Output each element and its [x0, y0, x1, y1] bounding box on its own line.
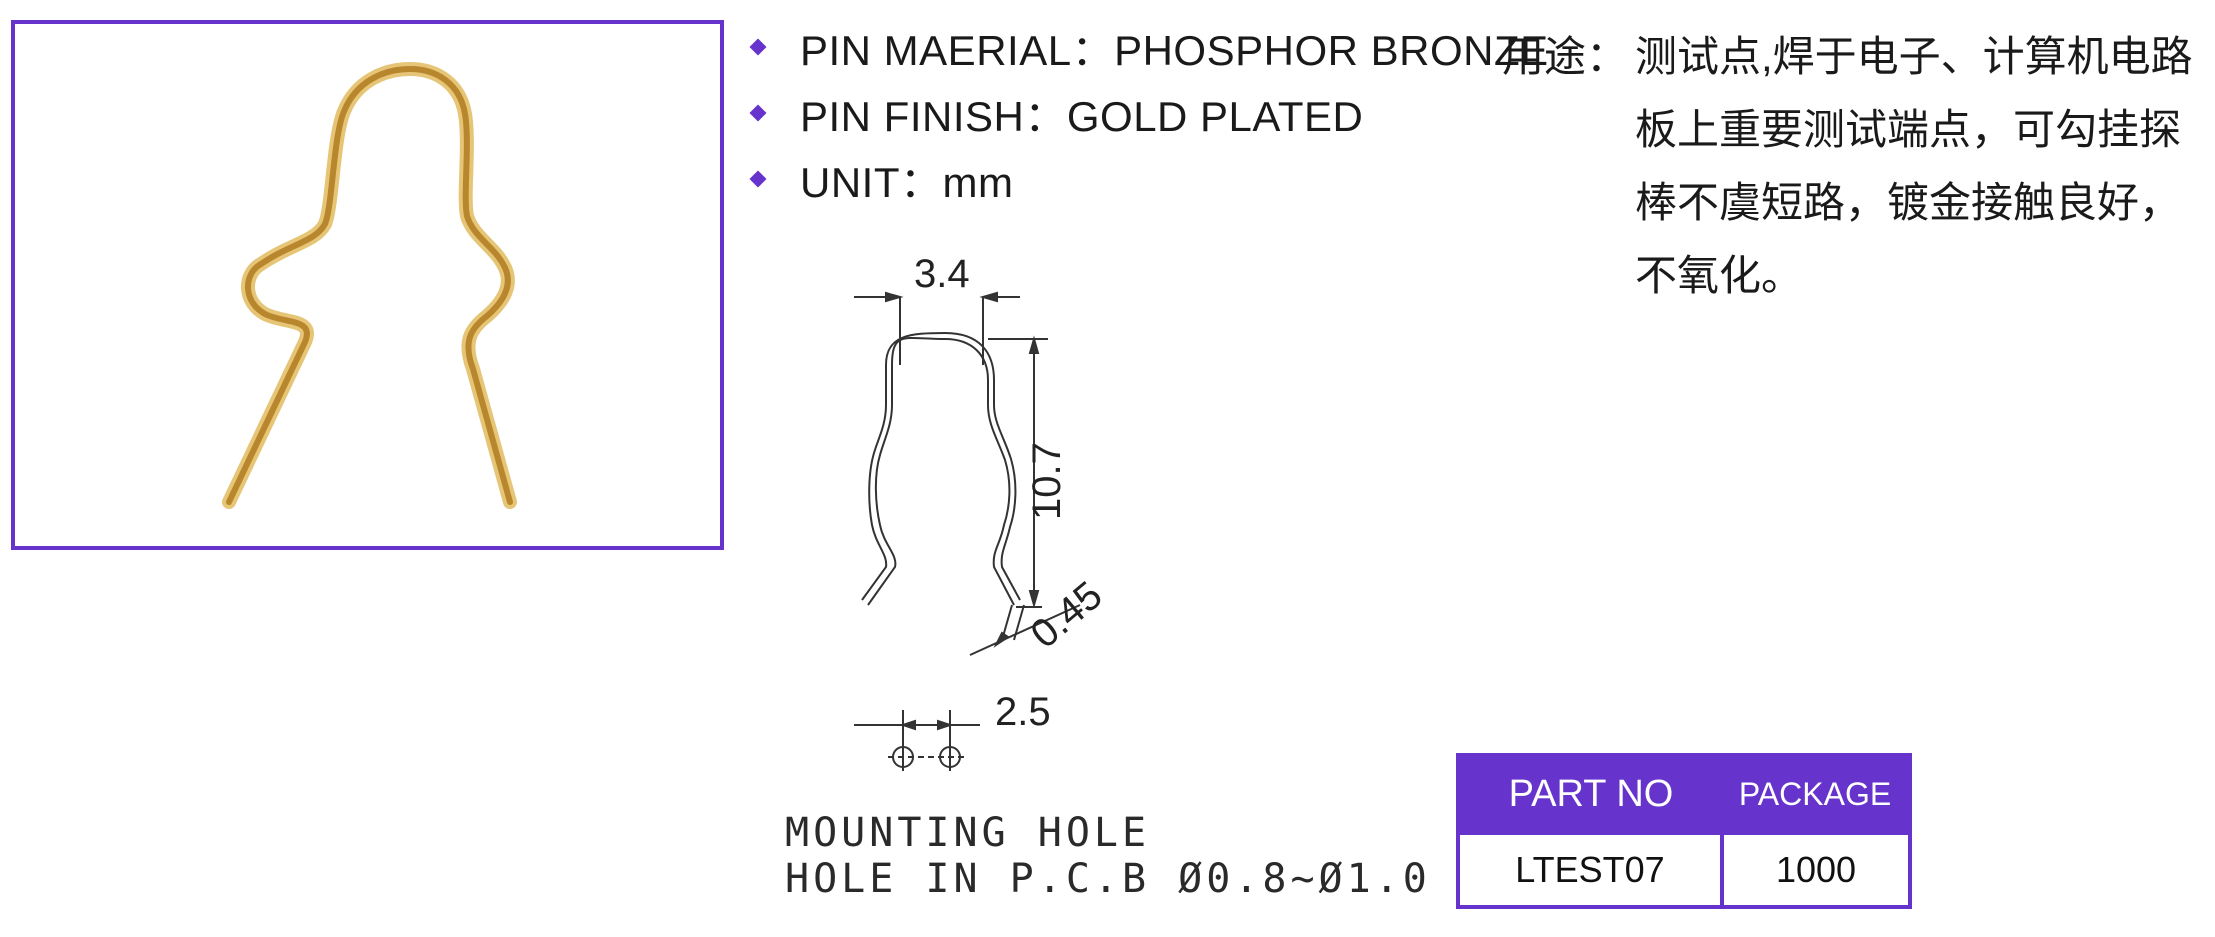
dim-pitch-label: 2.5: [995, 690, 1051, 734]
cell-part-no: LTEST07: [1456, 831, 1724, 909]
table-row: LTEST07 1000: [1456, 831, 1912, 909]
mounting-line-1: MOUNTING HOLE: [785, 810, 1151, 856]
hook-outline: [867, 337, 1015, 606]
product-photo-frame: [11, 20, 724, 550]
spec-unit-text: UNIT：mm: [800, 158, 1014, 206]
cell-package: 1000: [1720, 831, 1912, 909]
spec-item-material: PIN MAERIAL：PHOSPHOR BRONZE: [749, 14, 1549, 80]
diamond-bullet-icon: [749, 104, 767, 122]
spec-finish-text: PIN FINISH：GOLD PLATED: [800, 92, 1364, 140]
diamond-bullet-icon: [749, 170, 767, 188]
dim-width-label: 3.4: [914, 255, 970, 296]
spec-list: PIN MAERIAL：PHOSPHOR BRONZE PIN FINISH：G…: [749, 14, 1549, 212]
technical-drawing: 3.4 10.7 0.45 2.5: [854, 255, 1111, 771]
test-hook-photo: [222, 62, 517, 509]
dim-height-label: 10.7: [1025, 442, 1069, 520]
usage-text: 测试点,焊于电子、计算机电路板上重要测试端点，可勾挂探棒不虞短路，镀金接触良好，…: [1635, 33, 2193, 299]
mounting-line-2: HOLE IN P.C.B Ø0.8~Ø1.0: [785, 856, 1431, 902]
spec-item-unit: UNIT：mm: [749, 146, 1549, 212]
header-package: PACKAGE: [1722, 755, 1910, 833]
dim-thickness-label: 0.45: [1023, 573, 1111, 657]
spec-material-text: PIN MAERIAL：PHOSPHOR BRONZE: [800, 26, 1549, 74]
spec-item-finish: PIN FINISH：GOLD PLATED: [749, 80, 1549, 146]
part-table: PART NO PACKAGE LTEST07 1000: [1456, 753, 1912, 909]
header-part-no: PART NO: [1458, 755, 1722, 833]
usage-label: 用途：: [1502, 33, 1629, 80]
diamond-bullet-icon: [749, 38, 767, 56]
part-table-header-row: PART NO PACKAGE: [1458, 755, 1910, 833]
